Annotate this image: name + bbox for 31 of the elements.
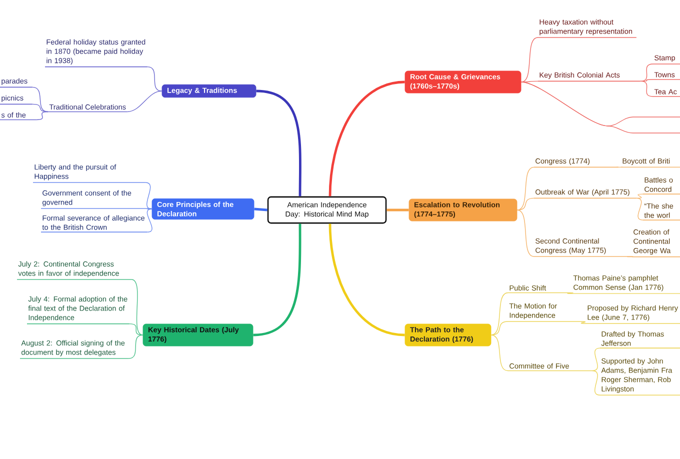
branch-line xyxy=(128,334,144,359)
branch-line xyxy=(131,279,144,336)
branch-line xyxy=(328,80,405,196)
branch-line xyxy=(520,80,538,82)
branch-line xyxy=(567,292,574,294)
branch-line xyxy=(490,292,508,336)
branch-line xyxy=(516,166,534,210)
branch-line xyxy=(516,210,534,257)
branch-line xyxy=(32,86,48,112)
branch-line xyxy=(129,323,144,336)
branch-line xyxy=(640,64,654,82)
branch-line xyxy=(636,194,644,199)
branch-line xyxy=(592,348,600,372)
branch-line xyxy=(490,334,508,372)
branch-line xyxy=(254,208,268,212)
branch-line xyxy=(616,166,624,168)
branch-line xyxy=(490,321,508,336)
branch-line xyxy=(146,208,152,210)
branch-line xyxy=(520,37,538,82)
branch-line xyxy=(627,256,634,258)
branch-line xyxy=(36,111,48,120)
branch-line xyxy=(592,370,600,396)
branch-line xyxy=(256,90,302,196)
branch-line xyxy=(580,321,586,324)
branch-line xyxy=(516,198,534,210)
branch-line xyxy=(386,208,409,212)
branch-line xyxy=(640,80,654,97)
branch-line xyxy=(147,66,162,92)
branch-line xyxy=(126,90,162,112)
branch-line xyxy=(328,224,405,336)
branch-line xyxy=(253,224,302,336)
